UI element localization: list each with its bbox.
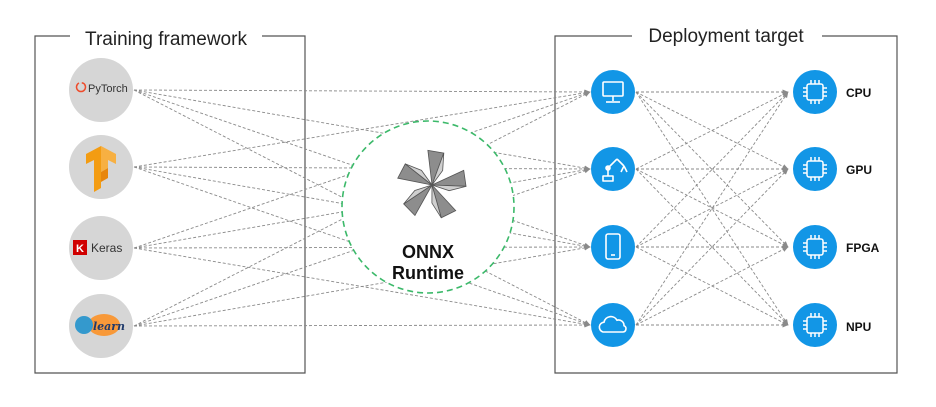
hardware-gpu — [793, 147, 837, 191]
chip-icon — [803, 235, 827, 259]
hardware-label-fpga: FPGA — [846, 241, 880, 255]
connector-keras-to-mobile — [133, 244, 591, 250]
framework-keras: K Keras — [69, 216, 133, 280]
connector-robot-to-cpu — [635, 91, 789, 170]
device-cloud — [591, 303, 635, 347]
hardware-label-gpu: GPU — [846, 163, 872, 177]
connector-sklearn-to-mobile — [133, 245, 591, 327]
hardware-label-cpu: CPU — [846, 86, 871, 100]
hardware-cpu — [793, 70, 837, 114]
device-mobile — [591, 225, 635, 269]
connector-cloud-to-gpu — [635, 168, 789, 326]
connector-mobile-to-gpu — [635, 168, 789, 248]
chip-icon — [803, 157, 827, 181]
connector-robot-to-npu — [635, 168, 789, 326]
chip-icon — [803, 313, 827, 337]
onnx-logo-icon — [397, 149, 467, 219]
cloud-icon — [598, 315, 627, 333]
deployment-target-title: Deployment target — [648, 26, 804, 47]
scikit-learn-logo-icon — [75, 314, 120, 336]
connector-desktop-to-npu — [635, 91, 789, 326]
hardware-npu — [793, 303, 837, 347]
keras-label: Keras — [91, 241, 122, 255]
framework-tensorflow — [69, 135, 133, 199]
connector-mobile-to-cpu — [635, 91, 789, 248]
connector-cloud-to-fpga — [635, 246, 789, 326]
desktop-icon — [602, 81, 624, 103]
training-framework-title: Training framework — [85, 29, 247, 50]
connector-tensorflow-to-desktop — [133, 90, 591, 168]
onnx-runtime-label-line1: ONNX — [402, 242, 454, 262]
onnx-runtime-circle — [341, 120, 515, 294]
connector-tensorflow-to-robot — [133, 166, 591, 172]
framework-sklearn: learn — [69, 294, 133, 358]
keras-logo-icon — [73, 240, 87, 255]
deployment-target-box: Deployment target — [554, 26, 898, 374]
onnx-runtime-label-line2: Runtime — [392, 263, 464, 283]
training-framework-box: Training framework — [34, 29, 306, 374]
pytorch-label: PyTorch — [88, 83, 128, 95]
hardware-label-npu: NPU — [846, 320, 871, 334]
connector-desktop-to-fpga — [635, 91, 789, 248]
connector-sklearn-to-cloud — [133, 322, 591, 328]
connector-cloud-to-cpu — [635, 91, 789, 326]
onnx-runtime-node: ONNX Runtime — [341, 120, 515, 294]
sklearn-label: learn — [93, 320, 125, 333]
robot-arm-icon — [602, 158, 628, 182]
hardware-fpga — [793, 225, 837, 269]
chip-icon — [803, 80, 827, 104]
pytorch-logo-icon — [75, 82, 87, 93]
tensorflow-logo-icon — [86, 146, 116, 192]
connector-pytorch-to-desktop — [133, 89, 591, 95]
device-robot — [591, 147, 635, 191]
mobile-icon — [605, 233, 621, 260]
keras-badge: K — [76, 243, 84, 255]
framework-pytorch: PyTorch — [69, 58, 133, 122]
device-desktop — [591, 70, 635, 114]
